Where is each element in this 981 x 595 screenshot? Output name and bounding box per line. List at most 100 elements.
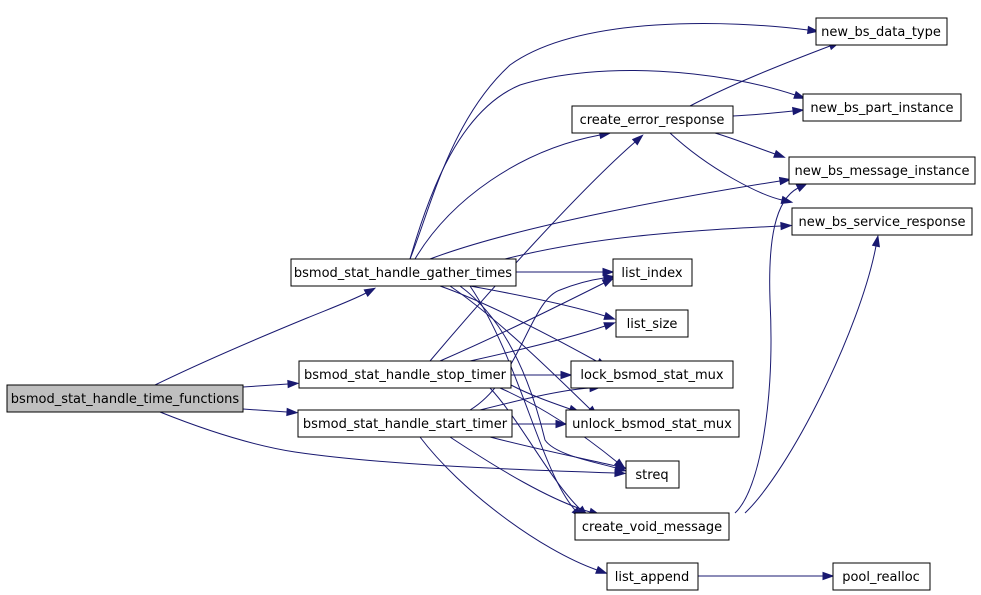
edge-list-append-to-pool-realloc (698, 571, 835, 581)
edge-gather-times-to-create-error-response (414, 130, 612, 260)
node-bsmod-stat-handle-start-timer[interactable]: bsmod_stat_handle_start_timer (297, 409, 513, 438)
edge-gather-times-to-list-size (469, 285, 616, 320)
arrowhead-icon (560, 370, 573, 380)
edge-line (419, 436, 598, 571)
edge-create-error-response-to-new-bs-part-instance (732, 106, 805, 117)
edge-start-timer-to-create-void-message (449, 436, 602, 516)
svg-text:create_void_message: create_void_message (582, 520, 722, 535)
edge-start-timer-to-streq (489, 436, 628, 470)
svg-text:streq: streq (635, 468, 668, 483)
node-bsmod-stat-handle-time-functions[interactable]: bsmod_stat_handle_time_functions (6, 384, 244, 413)
edge-line (479, 387, 591, 411)
edge-stop-timer-to-list-size (469, 322, 616, 362)
call-nodes: bsmod_stat_handle_time_functions bsmod_s… (6, 17, 976, 591)
node-lock-bsmod-stat-mux[interactable]: lock_bsmod_stat_mux (570, 360, 734, 389)
node-new-bs-service-response[interactable]: new_bs_service_response (791, 207, 973, 236)
edge-line (242, 408, 288, 413)
svg-text:list_append: list_append (615, 570, 690, 585)
svg-text:bsmod_stat_handle_time_functio: bsmod_stat_handle_time_functions (11, 392, 240, 407)
arrowhead-icon (602, 267, 615, 277)
arrowhead-icon (793, 90, 806, 99)
edge-line (744, 245, 877, 514)
node-streq[interactable]: streq (625, 460, 680, 489)
arrowhead-icon (807, 25, 820, 35)
edge-stop-timer-to-create-error-response (429, 134, 644, 362)
arrowhead-icon (822, 571, 835, 581)
edge-line (510, 384, 571, 410)
edge-line (469, 285, 576, 511)
edge-line (449, 436, 591, 513)
svg-text:pool_realloc: pool_realloc (842, 570, 920, 585)
arrowhead-icon (595, 565, 608, 574)
edge-line (242, 383, 289, 388)
edge-create-error-response-to-new-bs-message-instance (714, 132, 786, 158)
edge-create-void-message-to-new-bs-message-instance (734, 182, 809, 514)
edge-gather-times-to-lock-bsmod-stat-mux (439, 285, 609, 368)
edge-line (489, 387, 581, 510)
arrowhead-icon (614, 461, 628, 470)
arrowhead-icon (778, 176, 792, 186)
edge-line (429, 180, 781, 260)
svg-text:lock_bsmod_stat_mux: lock_bsmod_stat_mux (580, 368, 723, 383)
svg-text:unlock_bsmod_stat_mux: unlock_bsmod_stat_mux (572, 417, 732, 432)
arrowhead-icon (792, 106, 805, 116)
node-new-bs-message-instance[interactable]: new_bs_message_instance (788, 156, 976, 185)
svg-text:create_error_response: create_error_response (580, 113, 725, 128)
node-unlock-bsmod-stat-mux[interactable]: unlock_bsmod_stat_mux (565, 409, 740, 438)
edge-gather-times-to-unlock-bsmod-stat-mux (449, 285, 599, 418)
node-bsmod-stat-handle-gather-times[interactable]: bsmod_stat_handle_gather_times (290, 258, 517, 287)
svg-text:new_bs_service_response: new_bs_service_response (798, 215, 965, 230)
node-pool-realloc[interactable]: pool_realloc (832, 562, 931, 591)
edge-gather-times-to-list-index (516, 267, 615, 277)
node-new-bs-data-type[interactable]: new_bs_data_type (815, 17, 948, 46)
arrowhead-icon (795, 182, 809, 192)
edge-line (414, 134, 601, 260)
edge-line (429, 141, 636, 362)
node-list-index[interactable]: list_index (612, 258, 693, 287)
edge-line (409, 23, 809, 260)
arrowhead-icon (602, 273, 616, 283)
svg-text:new_bs_data_type: new_bs_data_type (821, 25, 941, 40)
node-list-size[interactable]: list_size (615, 309, 689, 338)
edge-line (159, 411, 616, 474)
edge-line (734, 187, 799, 514)
svg-text:new_bs_part_instance: new_bs_part_instance (810, 101, 953, 116)
edge-gather-times-to-new-bs-service-response (504, 221, 793, 260)
edge-root-to-stop-timer (242, 379, 300, 389)
edge-line (439, 282, 605, 362)
call-edges (154, 23, 880, 581)
edge-line (504, 225, 782, 260)
edge-line (154, 292, 367, 386)
arrowhead-icon (871, 234, 880, 248)
edge-start-timer-to-unlock-bsmod-stat-mux (512, 419, 568, 429)
edge-line (409, 70, 796, 260)
arrowhead-icon (603, 322, 616, 331)
edge-gather-times-to-new-bs-data-type (409, 23, 820, 260)
edge-root-to-gather-times (154, 287, 377, 386)
node-bsmod-stat-handle-stop-timer[interactable]: bsmod_stat_handle_stop_timer (298, 360, 512, 389)
edge-create-error-response-to-new-bs-service-response (669, 132, 794, 204)
edge-line (732, 110, 794, 117)
edge-line (689, 45, 831, 107)
node-create-error-response[interactable]: create_error_response (571, 105, 734, 134)
edge-line (714, 132, 776, 155)
arrowhead-icon (363, 287, 377, 297)
svg-text:list_size: list_size (627, 317, 678, 332)
edge-line (489, 436, 617, 467)
arrowhead-icon (555, 419, 568, 429)
edge-line (469, 285, 606, 317)
edge-gather-times-to-new-bs-message-instance (429, 176, 792, 260)
svg-text:bsmod_stat_handle_stop_timer: bsmod_stat_handle_stop_timer (304, 368, 507, 383)
node-new-bs-part-instance[interactable]: new_bs_part_instance (802, 93, 962, 122)
edge-line (669, 132, 783, 201)
node-list-append[interactable]: list_append (606, 562, 699, 591)
edge-line (449, 285, 591, 410)
node-create-void-message[interactable]: create_void_message (574, 512, 730, 541)
edge-gather-times-to-new-bs-part-instance (409, 70, 806, 260)
edge-line (439, 285, 599, 363)
edge-stop-timer-to-lock-bsmod-stat-mux (511, 370, 573, 380)
svg-text:list_index: list_index (621, 266, 682, 281)
edge-line (469, 325, 606, 362)
arrowhead-icon (773, 149, 786, 158)
